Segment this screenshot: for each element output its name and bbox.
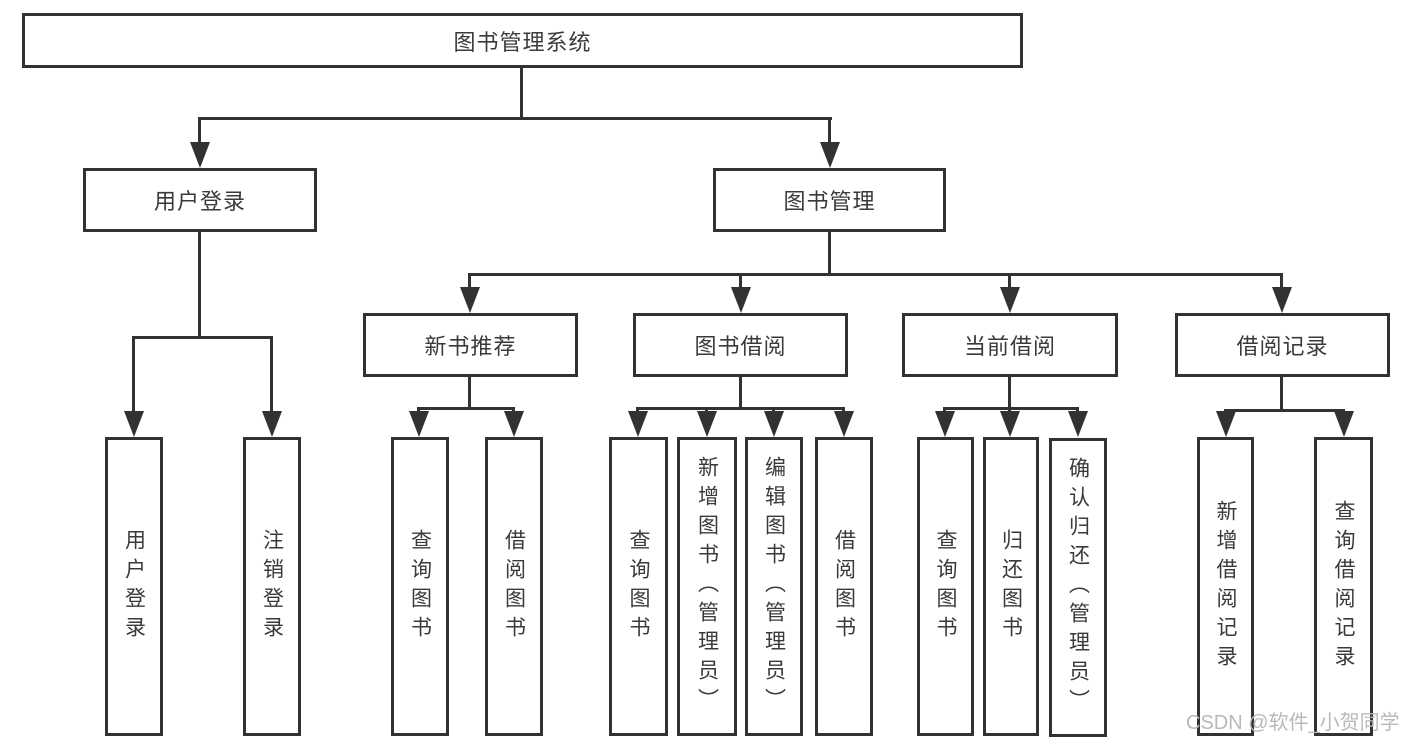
node-leaf-user-login: 用户登录 — [105, 437, 163, 736]
node-leaf-return-books: 归还图书 — [983, 437, 1039, 736]
arrow-down-icon — [1068, 411, 1088, 437]
node-borrowing-records: 借阅记录 — [1175, 313, 1390, 377]
connector-level3-bus — [468, 273, 1283, 276]
arrow-shaft — [1280, 273, 1283, 291]
node-user-login: 用户登录 — [83, 168, 317, 232]
arrow-down-icon — [1000, 411, 1020, 437]
connector-book-management-stem — [828, 231, 831, 276]
arrow-down-icon — [834, 411, 854, 437]
arrow-down-icon — [190, 142, 210, 168]
arrow-down-icon — [1272, 287, 1292, 313]
connector-new-book-bus — [417, 407, 515, 410]
node-label: 借阅图书 — [832, 528, 856, 645]
arrow-shaft — [132, 336, 135, 414]
arrow-down-icon — [409, 411, 429, 437]
arrow-down-icon — [504, 411, 524, 437]
node-leaf-query-books-borrowing: 查询图书 — [609, 437, 668, 736]
arrow-down-icon — [460, 287, 480, 313]
node-leaf-add-borrow-record: 新增借阅记录 — [1197, 437, 1254, 736]
node-label: 图书管理 — [783, 189, 876, 214]
node-current-borrowing: 当前借阅 — [902, 313, 1118, 377]
node-leaf-edit-books-admin: 编辑图书（管理员） — [745, 437, 803, 736]
arrow-down-icon — [628, 411, 648, 437]
node-leaf-logout: 注销登录 — [243, 437, 301, 736]
arrow-down-icon — [1000, 287, 1020, 313]
arrow-shaft — [468, 273, 471, 291]
node-label: 图书借阅 — [694, 334, 787, 359]
node-library-management-system: 图书管理系统 — [22, 13, 1023, 68]
node-label: 编辑图书（管理员） — [762, 456, 786, 717]
node-label: 当前借阅 — [963, 334, 1056, 359]
node-label: 图书管理系统 — [453, 29, 592, 55]
arrow-shaft — [739, 273, 742, 291]
node-label: 确认归还（管理员） — [1066, 457, 1090, 718]
node-label: 新增图书（管理员） — [695, 456, 719, 717]
connector-user-login-bus — [132, 336, 273, 339]
node-label: 查询图书 — [934, 528, 957, 645]
node-label: 归还图书 — [999, 528, 1023, 645]
node-leaf-query-books-recommend: 查询图书 — [391, 437, 449, 736]
arrow-down-icon — [1334, 411, 1354, 437]
arrow-down-icon — [262, 411, 282, 437]
csdn-watermark: CSDN @软件_小贺同学 — [1186, 712, 1400, 734]
node-book-management: 图书管理 — [713, 168, 946, 232]
node-label: 查询图书 — [408, 528, 432, 645]
node-label: 用户登录 — [153, 189, 246, 214]
arrow-shaft — [1008, 273, 1011, 291]
connector-current-borrow-stem — [1008, 376, 1011, 410]
arrow-down-icon — [764, 411, 784, 437]
arrow-shaft — [828, 117, 831, 145]
connector-current-borrow-bus — [943, 407, 1079, 410]
arrow-down-icon — [1216, 411, 1236, 437]
node-label: 用户登录 — [122, 528, 146, 645]
node-label: 新书推荐 — [424, 334, 517, 359]
node-label: 借阅图书 — [502, 528, 526, 645]
connector-user-login-stem — [198, 231, 201, 339]
node-label: 查询借阅记录 — [1332, 499, 1355, 674]
connector-level2-bus — [198, 117, 832, 120]
connector-new-book-stem — [468, 376, 471, 410]
node-label: 注销登录 — [260, 528, 284, 645]
node-leaf-confirm-return-admin: 确认归还（管理员） — [1049, 438, 1107, 737]
arrow-down-icon — [935, 411, 955, 437]
node-leaf-borrow-books-borrowing: 借阅图书 — [815, 437, 873, 736]
arrow-shaft — [198, 117, 201, 145]
node-label: 查询图书 — [627, 528, 650, 645]
arrow-down-icon — [124, 411, 144, 437]
connector-borrow-records-stem — [1280, 376, 1283, 412]
arrow-down-icon — [731, 287, 751, 313]
node-leaf-query-books-current: 查询图书 — [917, 437, 974, 736]
node-book-borrowing: 图书借阅 — [633, 313, 848, 377]
node-new-book-recommendation: 新书推荐 — [363, 313, 578, 377]
arrow-down-icon — [697, 411, 717, 437]
arrow-down-icon — [820, 142, 840, 168]
connector-root-stem — [520, 67, 523, 120]
arrow-shaft — [270, 336, 273, 414]
node-label: 借阅记录 — [1236, 334, 1329, 359]
node-leaf-add-books-admin: 新增图书（管理员） — [677, 437, 737, 736]
node-label: 新增借阅记录 — [1214, 499, 1237, 674]
connector-borrow-records-bus — [1224, 409, 1345, 412]
connector-book-borrow-stem — [739, 376, 742, 410]
node-leaf-query-borrow-record: 查询借阅记录 — [1314, 437, 1373, 736]
node-leaf-borrow-books-recommend: 借阅图书 — [485, 437, 543, 736]
connector-book-borrow-bus — [636, 407, 845, 410]
